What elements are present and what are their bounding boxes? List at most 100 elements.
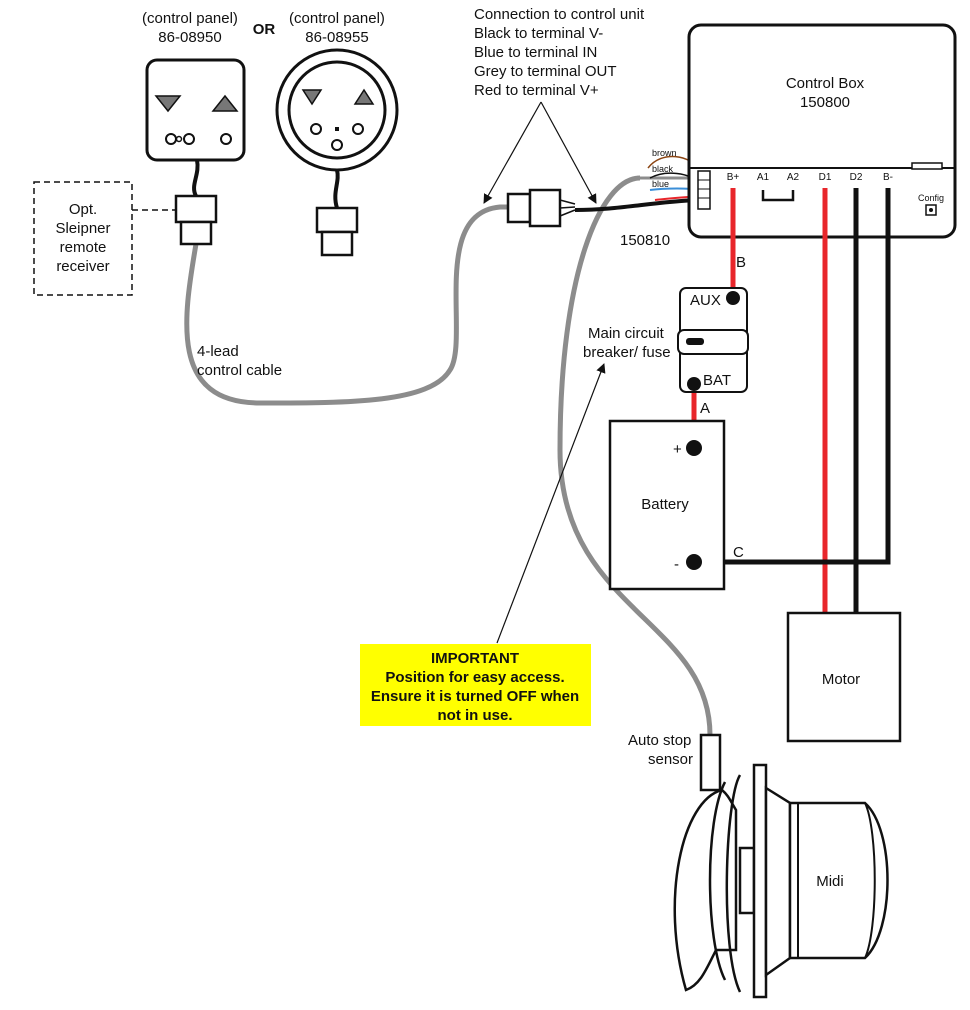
blue-label: blue <box>652 179 669 189</box>
control-panel-86-08950: (control panel) 86-08950 <box>142 10 246 162</box>
shaft <box>738 846 756 915</box>
housing-cap <box>864 802 876 959</box>
terminal-d2: D2 <box>850 172 863 183</box>
panel1-plug-tip <box>179 220 213 246</box>
cable-label-line2: control cable <box>197 362 282 379</box>
battery-label: Battery <box>641 496 689 513</box>
panel2-down-button-icon <box>301 89 323 106</box>
gypsy-groove <box>708 781 727 981</box>
panel2-lead <box>333 169 340 209</box>
panel2-led-icon <box>352 123 364 135</box>
panel1-lead <box>192 159 200 197</box>
connection-note-line4: Grey to terminal OUT <box>474 63 617 80</box>
important-line2: Ensure it is turned OFF when <box>371 688 579 705</box>
battery-negative-terminal <box>686 554 702 570</box>
terminal-d1: D1 <box>819 172 832 183</box>
battery-minus: - <box>674 556 679 573</box>
control-cable <box>184 204 508 406</box>
terminal-block <box>697 170 711 210</box>
sensor-line2: sensor <box>648 751 693 768</box>
panel2-led-icon <box>331 139 343 151</box>
aux-terminal <box>726 291 740 305</box>
battery-positive-terminal <box>686 440 702 456</box>
connector-left-half <box>506 192 532 224</box>
important-arrow <box>496 363 606 644</box>
motor: Motor <box>786 611 902 743</box>
terminal-a1: A1 <box>757 172 770 183</box>
motor-label: Motor <box>822 671 860 688</box>
wire-b-label: B <box>736 254 746 271</box>
panel1-led-icon <box>183 133 195 145</box>
panel1-plug <box>174 194 218 224</box>
black-label: black <box>652 164 674 174</box>
breaker-bat: BAT <box>703 372 731 389</box>
control-box-part: 150800 <box>800 94 850 111</box>
connector-wires <box>559 199 576 217</box>
breaker-caption-line2: breaker/ fuse <box>583 344 671 361</box>
important-line3: not in use. <box>438 707 513 724</box>
sensor-body <box>699 733 722 792</box>
panel2-plug-tip <box>320 230 354 257</box>
receiver-line1: Opt. <box>69 201 97 218</box>
control-panel-86-08955: (control panel) 86-08955 <box>275 10 399 257</box>
receiver-line2: Sleipner <box>55 220 110 237</box>
wire-a-label: A <box>700 400 710 417</box>
midi-windlass: Midi <box>673 763 889 999</box>
important-title: IMPORTANT <box>431 650 519 667</box>
important-box <box>360 644 591 726</box>
receiver-line3: remote <box>60 239 107 256</box>
deck-plate <box>752 763 768 999</box>
battery-plus: + <box>673 441 682 458</box>
control-box-title: Control Box <box>786 75 865 92</box>
winch-label: Midi <box>816 873 844 890</box>
harness-cable <box>574 198 699 212</box>
a1-a2-bridge <box>761 190 795 202</box>
connection-note-line3: Blue to terminal IN <box>474 44 597 61</box>
gypsy-flange <box>725 774 742 993</box>
or-label: OR <box>253 21 276 38</box>
panel2-number: 86-08955 <box>305 29 368 46</box>
breaker-aux: AUX <box>690 292 721 309</box>
important-line1: Position for easy access. <box>385 669 564 686</box>
panel2-inner-ring <box>287 60 387 160</box>
breaker-lever <box>677 329 749 355</box>
sensor-cable <box>557 175 713 736</box>
terminal-b-minus: B- <box>883 172 893 183</box>
bat-terminal <box>687 377 701 391</box>
receiver-line4: receiver <box>56 258 109 275</box>
wire-c-label: C <box>733 544 744 561</box>
housing-taper <box>764 785 792 978</box>
panel2-plug <box>315 206 359 234</box>
connection-note-line5: Red to terminal V+ <box>474 82 599 99</box>
motor-body <box>786 611 902 743</box>
breaker-toggle-icon[interactable] <box>686 338 704 345</box>
panel1-led-icon <box>175 135 183 143</box>
wire-c <box>694 188 891 565</box>
connection-note: Connection to control unit Black to term… <box>474 6 645 204</box>
important-note: IMPORTANT Position for easy access. Ensu… <box>360 363 606 726</box>
inline-connector <box>506 188 576 228</box>
panel1-up-button-icon <box>211 94 239 112</box>
breaker-caption-line1: Main circuit <box>588 325 665 342</box>
note-arrow-right <box>540 101 597 204</box>
sensor-line1: Auto stop <box>628 732 691 749</box>
battery-body <box>608 419 726 591</box>
panel1-number: 86-08950 <box>158 29 221 46</box>
note-arrow-left <box>483 101 542 204</box>
panel2-caption: (control panel) <box>289 10 385 27</box>
panel2-up-button-icon <box>353 88 375 105</box>
connection-note-line1: Connection to control unit <box>474 6 645 23</box>
brown-label: brown <box>652 148 677 158</box>
battery: Battery + - <box>608 419 726 591</box>
panel1-caption: (control panel) <box>142 10 238 27</box>
remote-receiver: Opt. Sleipner remote receiver <box>33 181 176 296</box>
auto-stop-sensor: Auto stop sensor <box>628 732 722 792</box>
terminal-b-plus: B+ <box>727 172 740 183</box>
control-box-tab <box>911 162 943 170</box>
panel2-dot-icon <box>335 127 339 131</box>
panel1-led-icon <box>220 133 232 145</box>
control-box: Control Box 150800 B+ A1 A2 D1 D2 B- Con… <box>687 23 957 239</box>
control-box-body <box>687 23 957 239</box>
receiver-box <box>33 181 133 296</box>
